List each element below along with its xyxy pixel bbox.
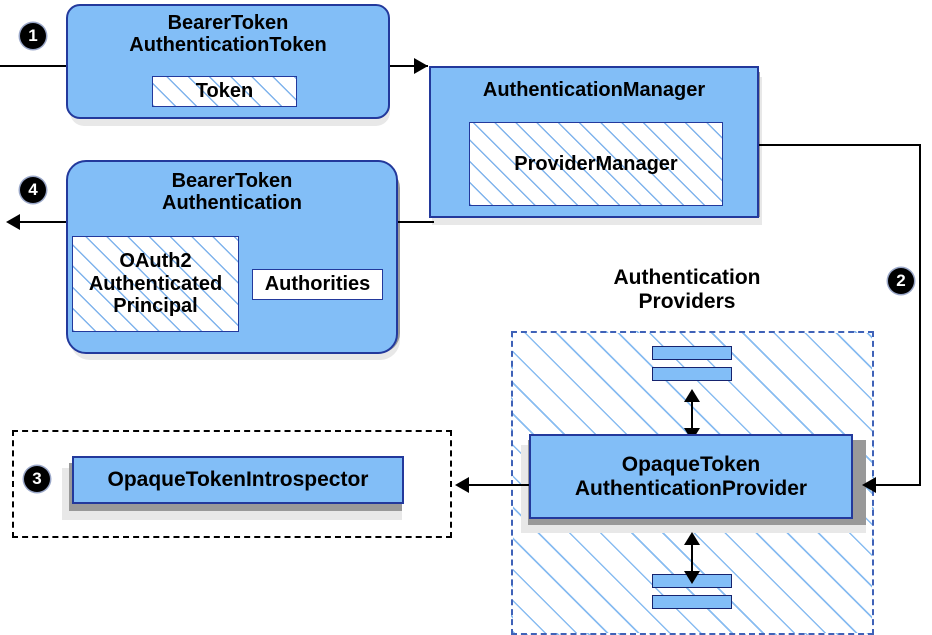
step-marker-4: 4: [20, 177, 46, 203]
connector-token-to-manager: [390, 65, 428, 67]
node-opaque-token-introspector-title: OpaqueTokenIntrospector: [107, 468, 369, 492]
step-marker-1: 1: [20, 23, 46, 49]
arrowhead-outbound-authentication: [6, 214, 20, 230]
authentication-providers-label: Authentication Providers: [613, 266, 761, 313]
arrowhead-plug-bottom-up: [684, 532, 700, 545]
arrowhead-token-to-manager: [414, 58, 428, 74]
node-bearer-token-authentication-token-title: BearerToken AuthenticationToken: [129, 12, 327, 57]
arrowhead-manager-to-provider: [862, 477, 876, 493]
compartment-token: Token: [152, 76, 297, 107]
introspector-group: [12, 430, 452, 538]
arrowhead-plug-top-up: [684, 389, 700, 402]
node-opaque-token-introspector[interactable]: OpaqueTokenIntrospector: [72, 456, 404, 504]
connector-manager-to-provider-vertical: [919, 144, 921, 485]
step-marker-3: 3: [24, 466, 50, 492]
connector-provider-to-introspector: [466, 484, 530, 486]
connector-inbound-request: [0, 65, 68, 67]
node-authentication-manager-title: AuthenticationManager: [482, 79, 706, 101]
compartment-oauth2-authenticated-principal: OAuth2 Authenticated Principal: [72, 236, 239, 332]
connector-outbound-authentication: [18, 221, 68, 223]
node-opaque-token-authentication-provider[interactable]: OpaqueToken AuthenticationProvider: [529, 434, 853, 519]
connector-manager-to-authentication: [398, 221, 434, 223]
compartment-provider-manager: ProviderManager: [469, 122, 723, 206]
connector-provider-plug-bottom: [691, 539, 693, 575]
compartment-authorities: Authorities: [252, 269, 383, 300]
connector-manager-to-provider-top: [758, 144, 921, 146]
arrowhead-provider-to-introspector: [455, 477, 469, 493]
connector-manager-to-provider-bottom: [872, 484, 921, 486]
node-opaque-token-authentication-provider-title: OpaqueToken AuthenticationProvider: [574, 452, 808, 500]
provider-plug-bottom-lower: [652, 595, 732, 609]
step-marker-2: 2: [888, 268, 914, 294]
node-bearer-token-authentication-title: BearerToken Authentication: [162, 170, 302, 215]
arrowhead-plug-bottom-down: [684, 571, 700, 584]
provider-plug-top-upper: [652, 346, 732, 360]
connector-provider-plug-top: [691, 396, 693, 432]
provider-plug-top-lower: [652, 367, 732, 381]
